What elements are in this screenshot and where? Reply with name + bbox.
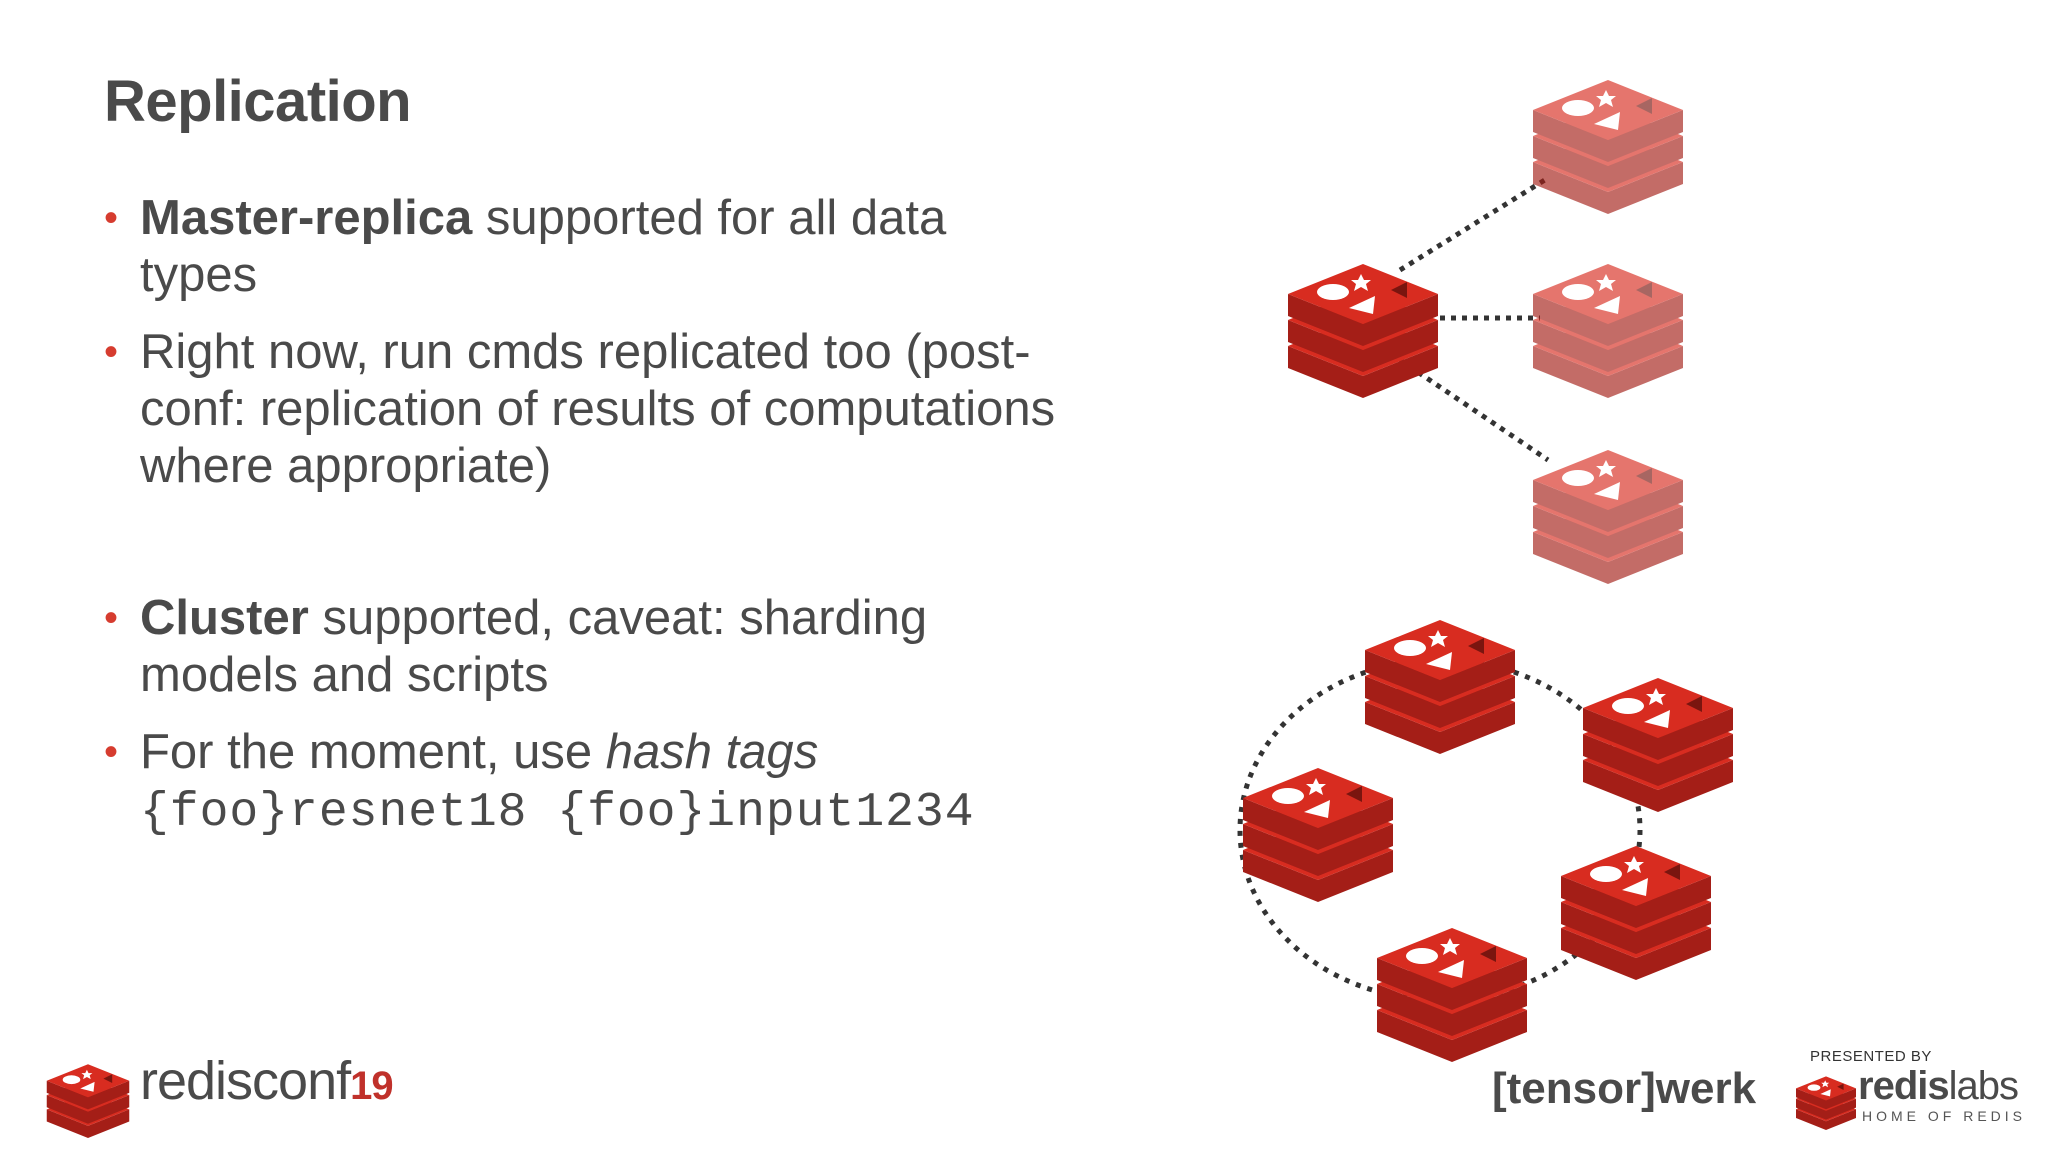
cluster-node-icon [1243,768,1393,902]
bullet-dot: • [104,330,119,374]
replica-node-icon [1533,264,1683,398]
bullet-dot: • [104,596,119,640]
replica-nodes [1533,80,1683,584]
conf-name: redisconf [140,1051,351,1111]
redislabs-bold: redis [1858,1064,1950,1108]
redislabs-wordmark: redislabs [1858,1064,2019,1109]
master-node-icon [1288,264,1438,398]
bullet-dot: • [104,196,119,240]
cluster-node-icon [1561,846,1711,980]
bullet-dot: • [104,730,119,774]
slide-title: Replication [104,69,412,134]
bullet-cluster: • Cluster supported, caveat: sharding mo… [104,590,1064,704]
bullet-text: supported for all data types [140,191,947,302]
redislabs-light: labs [1948,1064,2019,1108]
bullet-code: {foo}resnet18 {foo}input1234 [140,786,975,840]
bullet-master-replica: • Master-replica supported for all data … [104,190,1064,304]
bullet-bold: Cluster [140,591,309,645]
replica-node-icon [1533,80,1683,214]
redisconf-logo-icon [46,1064,130,1138]
replica-node-icon [1533,450,1683,584]
bullet-text: For the moment, use [140,725,606,779]
bullet-text: Right now, run cmds replicated too (post… [140,325,1056,493]
replication-links [1398,175,1550,463]
cluster-node-icon [1377,928,1527,1062]
bullet-italic: hash tags [605,725,819,779]
cluster-node-icon [1365,620,1515,754]
cluster-node-icon [1583,678,1733,812]
redislabs-tagline: HOME OF REDIS [1862,1108,2027,1124]
presented-by-label: PRESENTED BY [1810,1048,1932,1065]
conf-year: 19 [350,1064,393,1108]
bullet-text: supported, caveat: sharding models and s… [140,591,928,702]
bullet-hash-tags: • For the moment, use hash tags {foo}resn… [104,724,1064,842]
bullet-run-cmds: • Right now, run cmds replicated too (po… [104,324,1064,495]
redislabs-logo-icon [1796,1076,1856,1130]
cluster-nodes [1243,620,1733,1062]
tensorwerk-wordmark: [tensor]werk [1492,1064,1757,1113]
redisconf-wordmark: redisconf19 [140,1050,394,1112]
bullet-bold: Master-replica [140,191,473,245]
